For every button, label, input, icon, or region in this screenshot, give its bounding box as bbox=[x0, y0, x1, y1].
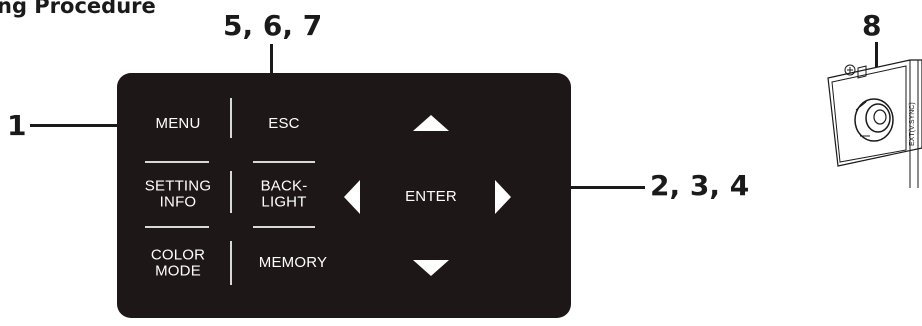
color-mode-label-1: COLOR bbox=[150, 246, 206, 264]
memory-button[interactable]: MEMORY bbox=[258, 254, 328, 272]
down-triangle-icon bbox=[413, 260, 449, 276]
menu-button[interactable]: MENU bbox=[155, 115, 201, 133]
separator bbox=[230, 171, 232, 213]
separator bbox=[230, 98, 232, 138]
left-arrow-button[interactable] bbox=[342, 179, 362, 215]
backlight-button[interactable]: BACK- LIGHT bbox=[261, 178, 308, 210]
callout-arrows: 2, 3, 4 bbox=[650, 169, 750, 202]
separator bbox=[145, 161, 209, 163]
up-arrow-button[interactable] bbox=[411, 113, 451, 133]
ext-vsync-connector-illustration: EXT(V.SYNC) bbox=[827, 59, 922, 188]
callout-connector: 8 bbox=[862, 9, 882, 42]
setting-info-button[interactable]: SETTING INFO bbox=[145, 178, 211, 210]
callout-menu: 1 bbox=[7, 109, 27, 142]
up-triangle-icon bbox=[413, 115, 449, 131]
right-arrow-button[interactable] bbox=[493, 179, 513, 215]
leader-line-menu bbox=[30, 124, 160, 127]
control-panel: MENU ESC SETTING INFO BACK- LIGHT COLOR … bbox=[117, 73, 571, 318]
down-arrow-button[interactable] bbox=[411, 258, 451, 278]
leader-line-connector bbox=[875, 42, 878, 90]
setting-info-label-2: INFO bbox=[159, 193, 197, 210]
connector-label: EXT(V.SYNC) bbox=[909, 102, 916, 146]
bnc-connector-icon bbox=[854, 98, 894, 142]
section-heading: ng Procedure bbox=[0, 0, 156, 18]
separator bbox=[253, 226, 315, 228]
color-mode-label-2: MODE bbox=[155, 262, 201, 279]
color-mode-button[interactable]: COLOR MODE bbox=[151, 247, 205, 279]
separator bbox=[253, 161, 315, 163]
right-triangle-icon bbox=[495, 180, 511, 214]
callout-escape-group: 5, 6, 7 bbox=[223, 9, 323, 42]
separator bbox=[145, 226, 209, 228]
separator bbox=[230, 241, 232, 285]
enter-button[interactable]: ENTER bbox=[405, 188, 457, 206]
esc-button[interactable]: ESC bbox=[268, 115, 300, 133]
leader-line-arrows bbox=[535, 186, 645, 189]
backlight-label-1: BACK- bbox=[260, 177, 308, 195]
left-triangle-icon bbox=[344, 180, 360, 214]
backlight-label-2: LIGHT bbox=[261, 193, 307, 210]
setting-info-label-1: SETTING bbox=[144, 177, 212, 195]
